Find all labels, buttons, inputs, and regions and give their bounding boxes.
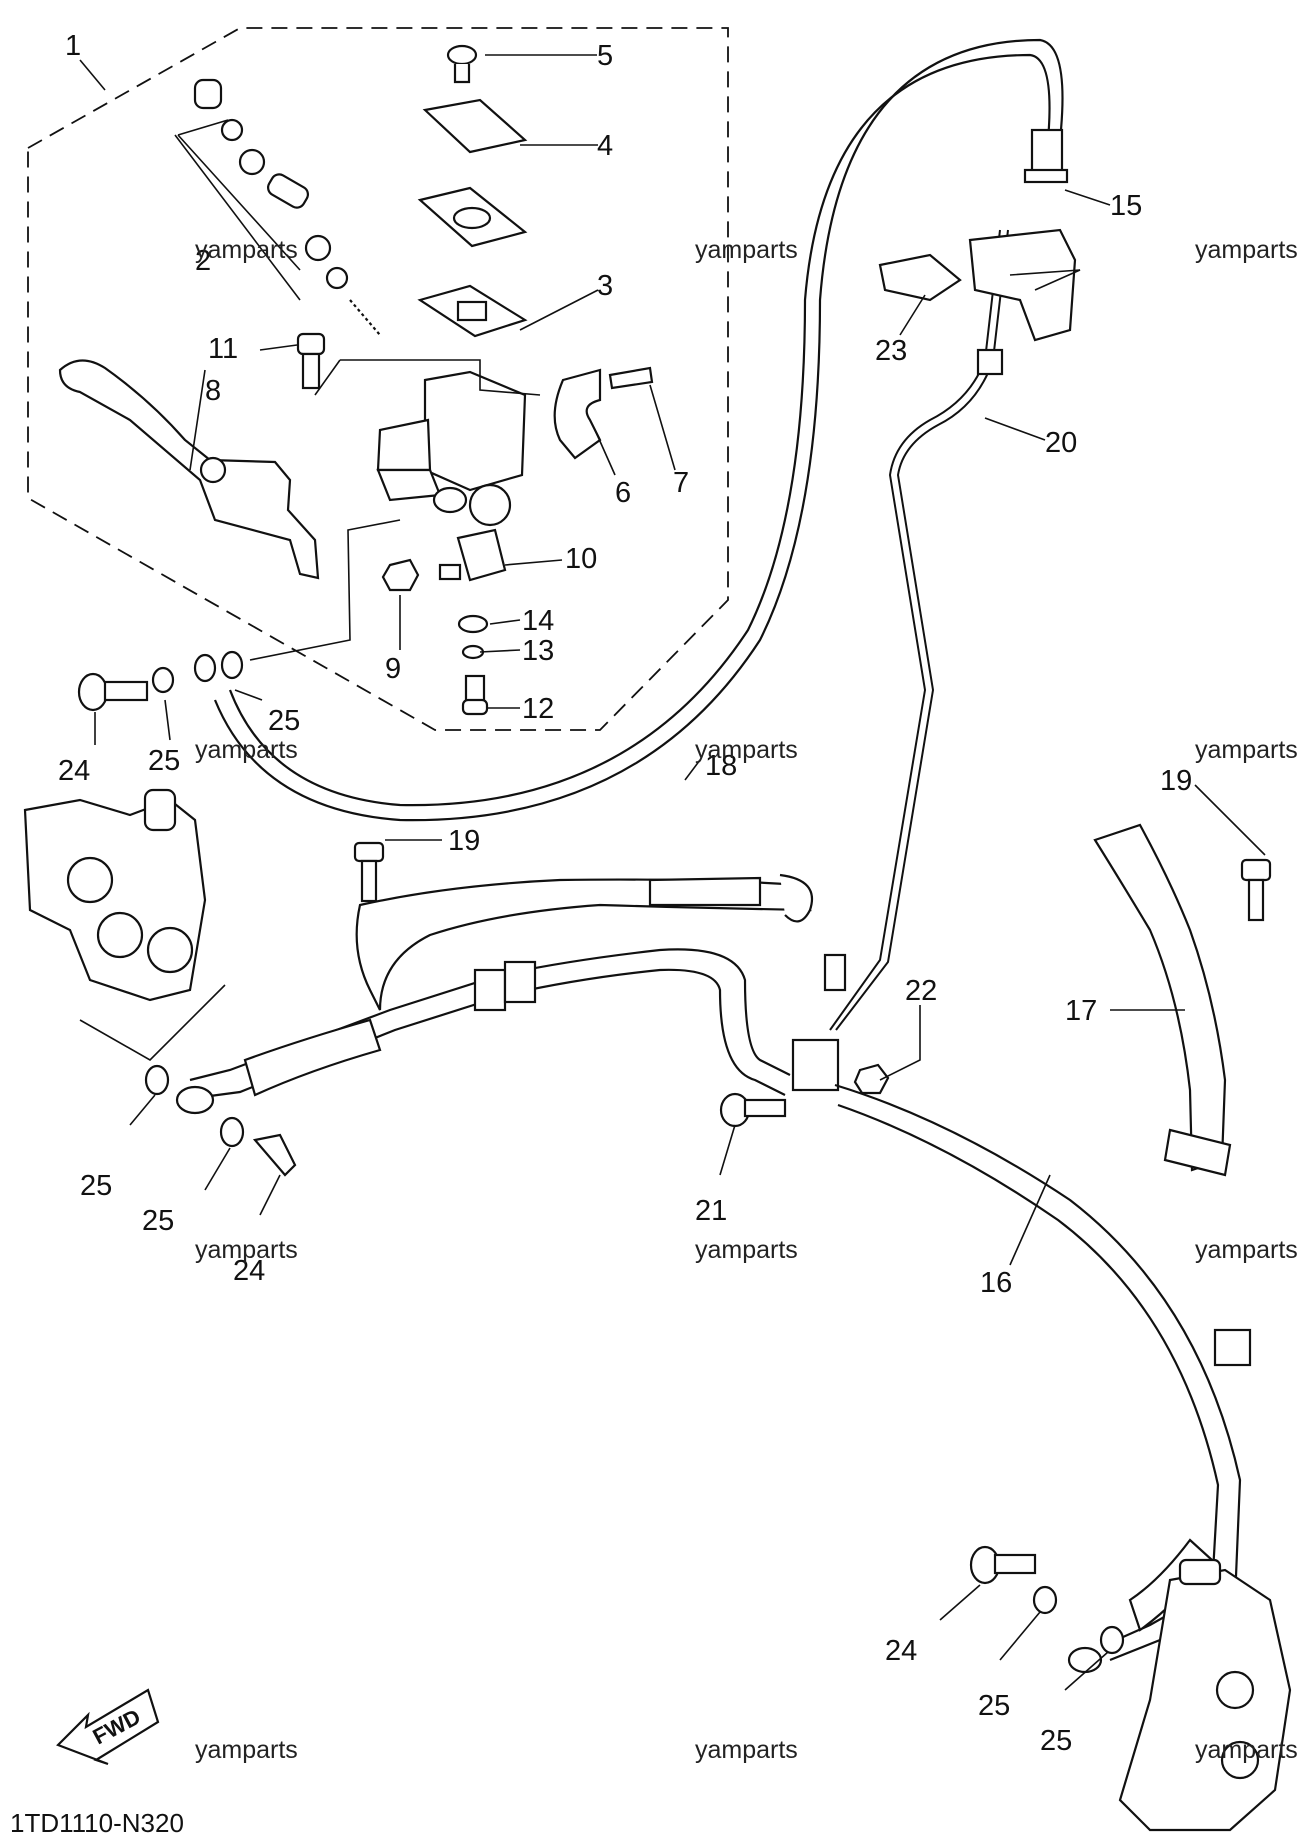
callout-11: 11 — [208, 333, 238, 365]
callout-12: 12 — [522, 693, 554, 725]
watermark: yamparts — [695, 236, 798, 264]
callout-25b: 25 — [268, 705, 300, 737]
watermark: yamparts — [1195, 736, 1298, 764]
watermark: yamparts — [695, 736, 798, 764]
callout-3: 3 — [597, 270, 613, 302]
watermark: yamparts — [195, 236, 298, 264]
callout-4: 4 — [597, 130, 613, 162]
callout-24a: 24 — [58, 755, 90, 787]
callout-19b: 19 — [1160, 765, 1192, 797]
callout-22: 22 — [905, 975, 937, 1007]
callout-6: 6 — [615, 477, 631, 509]
leader-lines — [79, 54, 1266, 1691]
callout-25a: 25 — [148, 745, 180, 777]
callout-7: 7 — [673, 467, 689, 499]
right-caliper — [1118, 1558, 1292, 1832]
callout-9: 9 — [385, 653, 401, 685]
callout-25d: 25 — [142, 1205, 174, 1237]
bolts-washers — [77, 650, 1272, 1655]
callout-17: 17 — [1065, 995, 1097, 1027]
watermark: yamparts — [195, 1236, 298, 1264]
watermarks: yamparts yamparts yamparts yamparts yamp… — [195, 236, 1298, 1764]
callout-25e: 25 — [978, 1690, 1010, 1722]
brake-hoses — [175, 38, 1252, 1674]
callout-23: 23 — [875, 335, 907, 367]
watermark: yamparts — [195, 1736, 298, 1764]
left-caliper — [23, 788, 207, 1002]
fwd-arrow: FWD — [56, 1688, 160, 1766]
callout-15: 15 — [1110, 190, 1142, 222]
callout-25f: 25 — [1040, 1725, 1072, 1757]
callout-1: 1 — [65, 30, 81, 62]
callout-13: 13 — [522, 635, 554, 667]
callout-10: 10 — [565, 543, 597, 575]
callout-labels: 1 2 3 4 5 6 7 8 9 10 11 12 13 14 15 16 1… — [58, 30, 1192, 1757]
callout-8: 8 — [205, 375, 221, 407]
callout-24b: 24 — [233, 1255, 265, 1287]
callout-18: 18 — [705, 750, 737, 782]
callout-14: 14 — [522, 605, 554, 637]
watermark: yamparts — [1195, 236, 1298, 264]
callout-20: 20 — [1045, 427, 1077, 459]
callout-2: 2 — [195, 245, 211, 277]
hose-guards — [355, 228, 1232, 1177]
watermark: yamparts — [195, 736, 298, 764]
callout-24c: 24 — [885, 1635, 917, 1667]
callout-21: 21 — [695, 1195, 727, 1227]
watermark: yamparts — [695, 1236, 798, 1264]
callout-16: 16 — [980, 1267, 1012, 1299]
watermark: yamparts — [695, 1736, 798, 1764]
watermark: yamparts — [1195, 1736, 1298, 1764]
callout-19a: 19 — [448, 825, 480, 857]
callout-5: 5 — [597, 40, 613, 72]
callout-25c: 25 — [80, 1170, 112, 1202]
fwd-arrow-icon — [56, 1688, 160, 1766]
master-cylinder-assembly — [58, 44, 654, 716]
diagram-code: 1TD1110-N320 — [10, 1808, 184, 1838]
watermark: yamparts — [1195, 1236, 1298, 1264]
